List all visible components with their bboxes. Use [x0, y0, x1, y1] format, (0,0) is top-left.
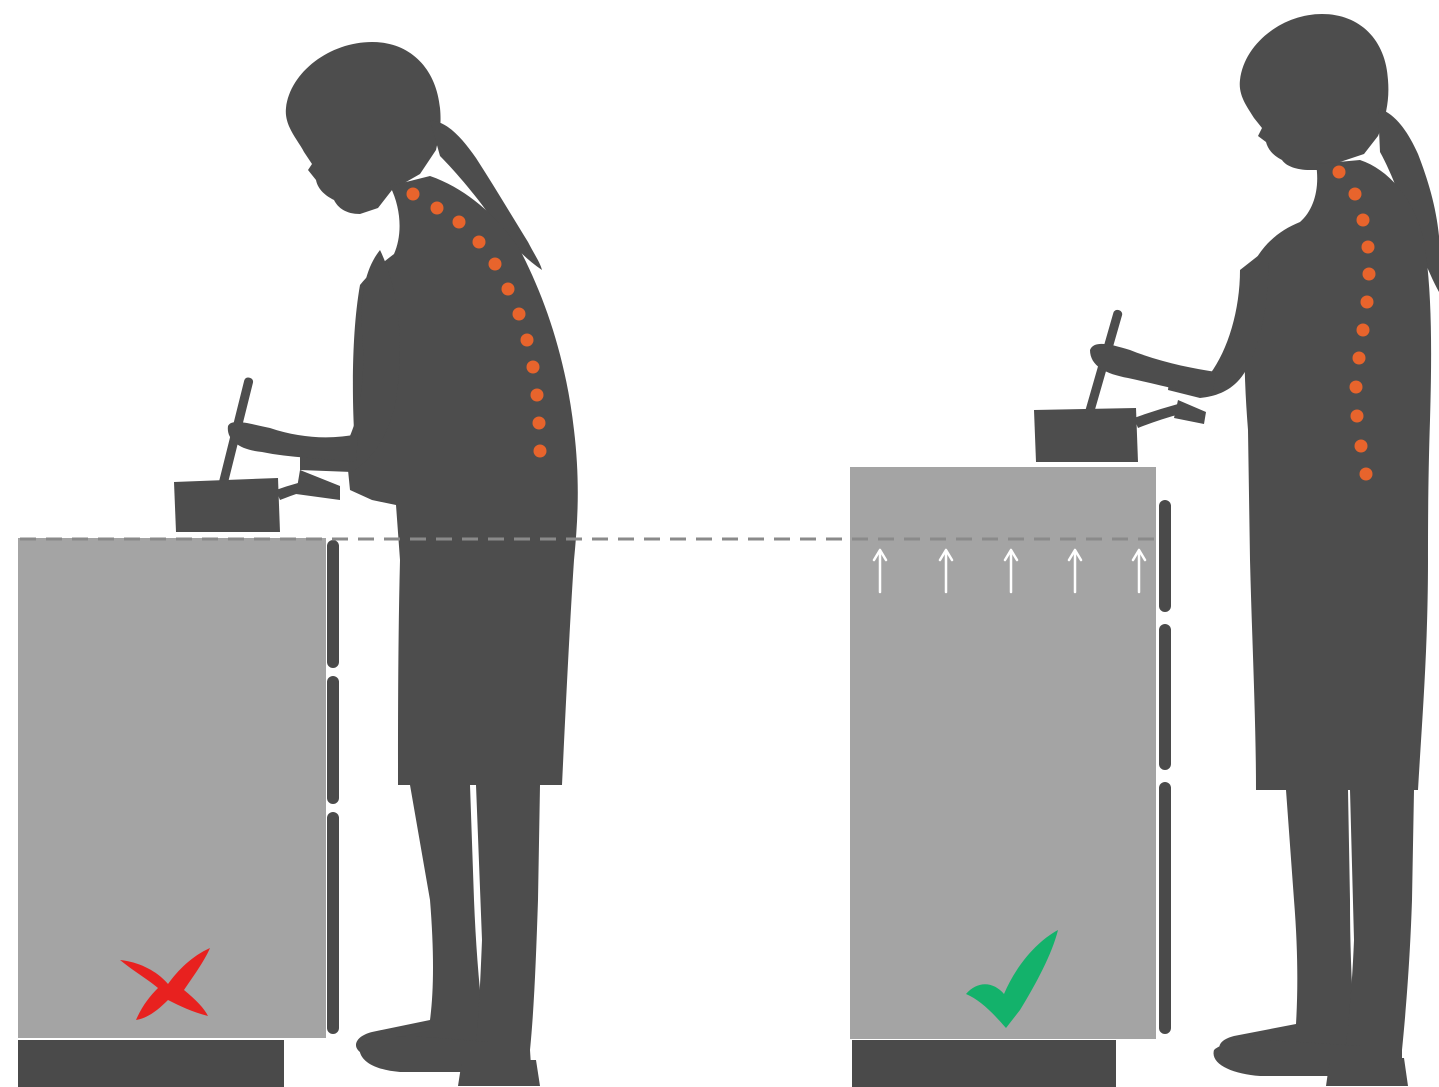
- scene-incorrect: [18, 42, 578, 1087]
- raised-counter-base: [852, 1040, 1116, 1087]
- scene-correct: [850, 14, 1439, 1087]
- low-counter: [18, 538, 326, 1038]
- low-counter-handles: [327, 540, 339, 1034]
- pot-right: [1034, 309, 1180, 462]
- raised-counter: [850, 467, 1156, 1039]
- low-counter-base: [18, 1040, 284, 1087]
- raised-counter-handles: [1159, 500, 1171, 1034]
